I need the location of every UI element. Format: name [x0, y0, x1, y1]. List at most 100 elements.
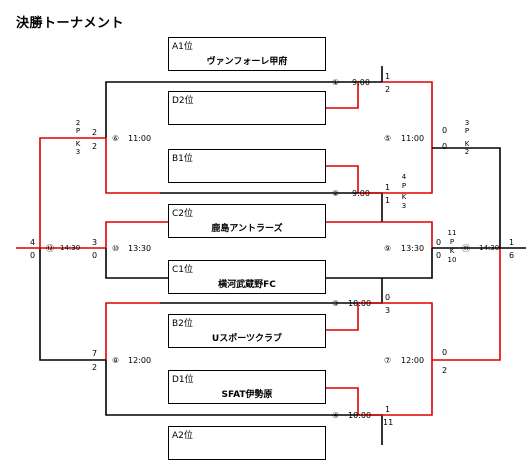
match10-time: 13:30 — [128, 244, 152, 253]
match4-label: ④ — [332, 411, 340, 420]
match4-time: 10:00 — [348, 411, 372, 420]
match2-line-top — [326, 165, 359, 193]
team-box-d2: D2位 — [168, 91, 326, 125]
match9-pk-4: 10 — [447, 256, 457, 264]
match5-pk-4: 2 — [464, 148, 470, 156]
match7-exit — [432, 248, 501, 361]
match6-score-bottom: 2 — [92, 142, 98, 151]
match11-score-top: 1 — [509, 238, 515, 247]
team-box-c1: C1位 横河武蔵野FC — [168, 260, 326, 294]
page-title: 決勝トーナメント — [16, 16, 125, 31]
match9-top — [326, 221, 433, 248]
match1-label: ① — [332, 78, 340, 87]
match12-label: ⑫ — [46, 244, 54, 253]
match9-label: ⑨ — [384, 244, 392, 253]
team-name: SFAT伊勢原 — [221, 390, 273, 400]
match10-score-bottom: 0 — [92, 251, 98, 260]
match5-pk-3: K — [464, 140, 470, 148]
match6-label: ⑥ — [112, 134, 120, 143]
match6-pk-2: P — [75, 127, 81, 135]
match5-pk-2: P — [464, 127, 470, 135]
team-box-a1: A1位 ヴァンフォーレ甲府 — [168, 37, 326, 71]
match12-time: 14:30 — [60, 244, 81, 252]
match3-line-bottom — [326, 303, 359, 331]
team-box-a2: A2位 — [168, 426, 326, 460]
match12-score-top: 4 — [30, 238, 36, 247]
match8-score-bottom: 2 — [92, 363, 98, 372]
match6-score-top: 2 — [92, 128, 98, 137]
match10-label: ⑩ — [112, 244, 120, 253]
seed-label: A2位 — [172, 431, 193, 441]
team-box-d1: D1位 SFAT伊勢原 — [168, 370, 326, 404]
match10-bottom — [105, 248, 168, 279]
match9-pk-1: 11 — [447, 229, 457, 237]
team-box-c2: C2位 鹿島アントラーズ — [168, 204, 326, 238]
match5-pk-1: 3 — [464, 119, 470, 127]
match7-score-top: 0 — [442, 348, 448, 357]
match6-time: 11:00 — [128, 134, 152, 143]
match5-exit — [432, 147, 501, 248]
match2-pk-2: P — [401, 182, 407, 190]
match5-label: ⑤ — [384, 134, 392, 143]
team-box-b2: B2位 Uスポーツクラブ — [168, 314, 326, 348]
match4-line-top — [326, 387, 359, 415]
match2-score-top: 1 — [385, 183, 391, 192]
team-name: 横河武蔵野FC — [218, 280, 276, 290]
match8-bottom — [105, 360, 160, 416]
team-box-b1: B1位 — [168, 149, 326, 183]
team-name: ヴァンフォーレ甲府 — [206, 57, 288, 67]
match2-score-bottom: 1 — [385, 196, 391, 205]
match5-score-bottom: 0 — [442, 142, 448, 151]
match9-time: 13:30 — [401, 244, 425, 253]
seed-label: C1位 — [172, 265, 194, 275]
team-name: 鹿島アントラーズ — [211, 224, 283, 234]
match7-time: 12:00 — [401, 356, 425, 365]
match2-pk-1: 4 — [401, 173, 407, 181]
match2-pk-4: 3 — [401, 202, 407, 210]
match7-score-bottom: 2 — [442, 366, 448, 375]
match3-score-top: 0 — [385, 293, 391, 302]
match3-score-bottom: 3 — [385, 306, 391, 315]
match12-score-bottom: 0 — [30, 251, 36, 260]
match3-time: 10:00 — [348, 299, 372, 308]
match4-score-top: 1 — [385, 405, 391, 414]
team-name: Uスポーツクラブ — [211, 334, 283, 344]
match10-score-top: 3 — [92, 238, 98, 247]
match3-label: ③ — [332, 299, 340, 308]
match9-score-bottom: 0 — [436, 251, 442, 260]
match11-label: ⑪ — [462, 244, 470, 253]
match6-bottom — [105, 138, 160, 194]
match4-score-bottom: 11 — [383, 418, 394, 427]
match8-score-top: 7 — [92, 349, 98, 358]
match1-score-top: 1 — [385, 72, 391, 81]
match6-top — [105, 81, 160, 138]
match5-score-top: 0 — [442, 126, 448, 135]
match8-time: 12:00 — [128, 356, 152, 365]
match11-score-bottom: 6 — [509, 251, 515, 260]
match8-label: ⑧ — [112, 356, 120, 365]
match9-bottom — [326, 248, 433, 279]
match1-score-bottom: 2 — [385, 85, 391, 94]
match6-pk-4: 3 — [75, 148, 81, 156]
match11-time: 14:30 — [479, 244, 500, 252]
seed-label: D2位 — [172, 96, 194, 106]
match5-time: 11:00 — [401, 134, 425, 143]
seed-label: D1位 — [172, 375, 194, 385]
match7-label: ⑦ — [384, 356, 392, 365]
match6-pk-3: K — [75, 140, 81, 148]
seed-label: C2位 — [172, 209, 194, 219]
match1-time: 9:00 — [352, 78, 370, 87]
seed-label: B2位 — [172, 319, 193, 329]
match10-top — [105, 221, 168, 248]
match9-pk-3: K — [449, 247, 455, 255]
match6-pk-1: 2 — [75, 119, 81, 127]
seed-label: B1位 — [172, 154, 193, 164]
match3-advance — [358, 302, 433, 360]
seed-label: A1位 — [172, 42, 193, 52]
match6-exit — [39, 137, 106, 248]
match1-advance — [382, 81, 433, 148]
match2-advance — [358, 148, 433, 194]
match1-line-bottom — [326, 82, 359, 109]
match9-score-top: 0 — [436, 238, 442, 247]
